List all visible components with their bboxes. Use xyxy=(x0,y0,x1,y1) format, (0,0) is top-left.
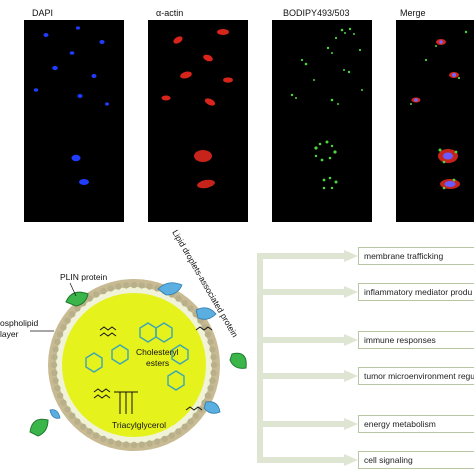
phospholipid-head xyxy=(100,287,107,295)
phospholipid-head xyxy=(210,354,217,361)
phospholipid-head xyxy=(123,441,130,448)
phospholipid-head xyxy=(115,283,122,290)
tag-label: Triacylglycerol xyxy=(112,420,166,430)
phospholipid-head xyxy=(175,295,182,302)
bodipy-panel-high-mag xyxy=(272,120,372,222)
phospholipid-head xyxy=(161,435,168,443)
phospholipid-head xyxy=(52,346,59,353)
phospholipid-head xyxy=(51,354,58,361)
function-box-immune: immune responses xyxy=(358,331,474,349)
phospholipid-head xyxy=(60,324,67,331)
phospholipid-head xyxy=(56,392,64,399)
phospholipid-head xyxy=(54,385,61,392)
phospholipid-head xyxy=(207,385,214,392)
channel-label-bodipy: BODIPY493/503 xyxy=(283,8,350,18)
phospholipid-head xyxy=(210,369,217,376)
phospholipid-label-2: layer xyxy=(0,329,19,339)
phospholipid-head xyxy=(86,295,93,302)
phospholipid-head xyxy=(123,282,130,289)
phospholipid-head xyxy=(52,377,59,384)
channel-label-merge: Merge xyxy=(400,8,426,18)
phospholipid-head xyxy=(69,311,76,318)
function-box-tumor: tumor microenvironment regula xyxy=(358,367,474,385)
phospholipid-label-1: ospholipid xyxy=(0,318,39,328)
phospholipid-head xyxy=(138,282,145,289)
phospholipid-head xyxy=(181,423,188,430)
function-label: energy metabolism xyxy=(364,419,436,429)
phospholipid-head xyxy=(54,338,61,345)
phospholipid-head xyxy=(209,377,216,384)
dapi-panel-low-mag xyxy=(24,20,124,122)
phospholipid-head xyxy=(192,412,199,419)
phospholipid-head xyxy=(50,361,58,369)
actin-panel-low-mag xyxy=(148,20,248,122)
phospholipid-head xyxy=(187,418,194,425)
plin-protein-bottom xyxy=(29,418,49,437)
channel-label-dapi: DAPI xyxy=(32,8,54,18)
channel-label-actin: α-actin xyxy=(156,8,184,18)
cholesteryl-label-2: esters xyxy=(146,358,169,368)
droplet-body xyxy=(48,279,220,451)
phospholipid-head xyxy=(86,428,93,435)
phospholipid-head xyxy=(175,428,182,435)
phospholipid-head xyxy=(115,440,122,447)
cholesteryl-label-1: Cholesteryl xyxy=(136,347,179,357)
function-box-inflammatory: inflammatory mediator produ xyxy=(358,283,474,301)
phospholipid-head xyxy=(138,441,145,448)
phospholipid-head xyxy=(51,369,58,376)
phospholipid-head xyxy=(64,317,71,324)
function-label: cell signaling xyxy=(364,455,413,465)
phospholipid-head xyxy=(93,432,100,439)
dapi-panel-high-mag xyxy=(24,120,124,222)
function-label: inflammatory mediator produ xyxy=(364,287,473,297)
phospholipid-head xyxy=(74,305,81,312)
phospholipid-head xyxy=(74,418,81,425)
phospholipid-head xyxy=(181,300,188,307)
phospholipid-head xyxy=(168,432,175,439)
phospholipid-head xyxy=(207,338,214,345)
phospholipid-head xyxy=(146,283,153,290)
merge-panel-low-mag xyxy=(396,20,474,122)
actin-panel-high-mag xyxy=(148,120,248,222)
phospholipid-head xyxy=(130,281,138,289)
merge-panel-high-mag xyxy=(396,120,474,222)
plin-protein-top xyxy=(65,291,89,307)
phospholipid-head xyxy=(154,438,161,445)
phospholipid-head xyxy=(130,441,138,449)
lipid-droplet-diagram: PLIN protein ospholipid layer Cholestery… xyxy=(0,228,358,466)
function-box-signaling: cell signaling xyxy=(358,451,474,469)
phospholipid-head xyxy=(107,285,115,292)
plin-protein-right xyxy=(229,352,247,369)
function-label: membrane trafficking xyxy=(364,251,444,261)
phospholipid-head xyxy=(60,399,67,406)
phospholipid-head xyxy=(204,392,212,399)
phospholipid-head xyxy=(210,361,218,369)
phospholipid-head xyxy=(93,291,100,298)
plin-label: PLIN protein xyxy=(60,272,108,282)
phospholipid-head xyxy=(209,346,216,353)
phospholipid-head xyxy=(204,331,212,338)
function-label: immune responses xyxy=(364,335,436,345)
phospholipid-head xyxy=(64,406,71,413)
phospholipid-head xyxy=(69,412,76,419)
phospholipid-head xyxy=(107,438,115,445)
bodipy-panel-low-mag xyxy=(272,20,372,122)
phospholipid-head xyxy=(146,440,153,447)
function-box-membrane-trafficking: membrane trafficking xyxy=(358,247,474,265)
phospholipid-head xyxy=(80,423,87,430)
function-box-energy: energy metabolism xyxy=(358,415,474,433)
function-label: tumor microenvironment regula xyxy=(364,371,474,381)
phospholipid-head xyxy=(100,435,107,443)
phospholipid-head xyxy=(187,305,194,312)
phospholipid-head xyxy=(56,331,64,338)
